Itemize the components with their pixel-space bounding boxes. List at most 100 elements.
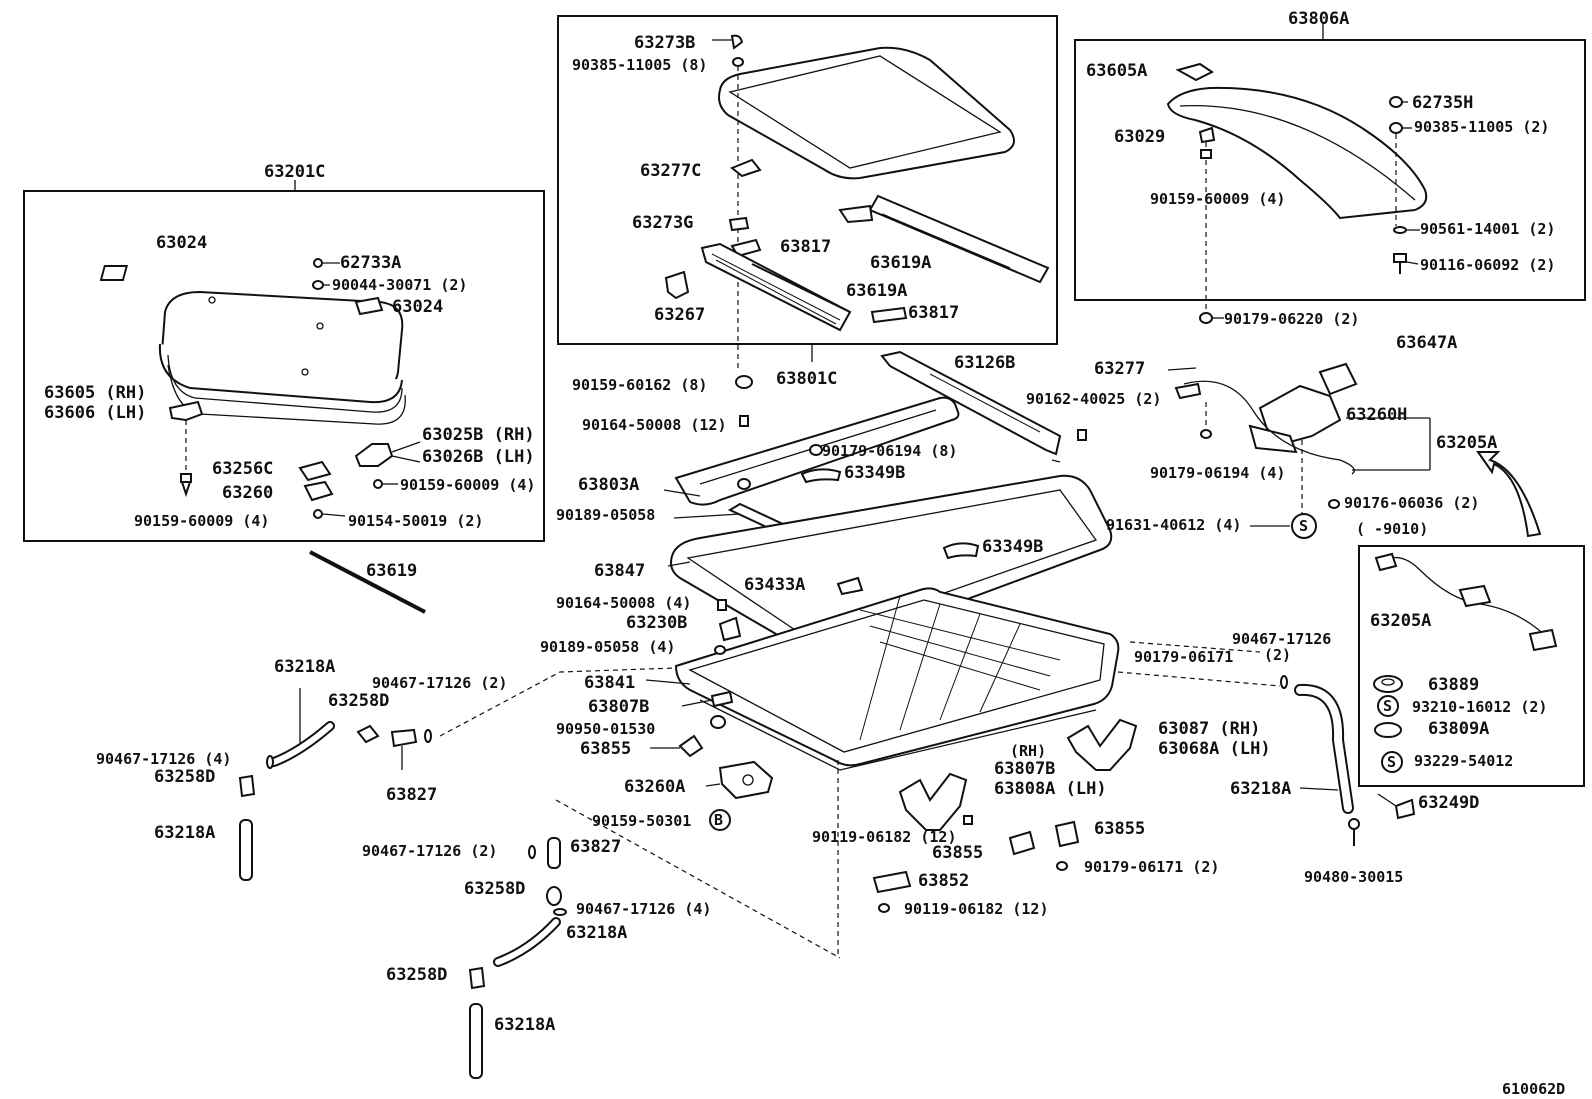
pad-63349b-b [942, 542, 980, 560]
label-90179-06194-4: 90179-06194 (4) [1150, 464, 1285, 482]
label-63847: 63847 [594, 561, 645, 581]
pad-63024-a [99, 265, 128, 281]
label-63647a: 63647A [1396, 333, 1457, 353]
nut-90179-06171-b [1056, 861, 1068, 871]
label-63218a-d: 63218A [1230, 779, 1291, 799]
label-90119-06182-b: 90119-06182 (12) [904, 900, 1049, 918]
rod-63619 [309, 550, 426, 614]
symbol-s-91631 [1291, 513, 1317, 539]
label-63889: 63889 [1428, 675, 1479, 695]
rail-63619a-right [838, 194, 1050, 284]
label-63619a-b: 63619A [846, 281, 907, 301]
label-90467-17126-2c: 90467-17126 (2) [362, 842, 497, 860]
label-90467-17126-4a: 90467-17126 (4) [96, 750, 231, 768]
label-93210-16012: 93210-16012 (2) [1412, 698, 1547, 716]
label-63087-rh: 63087 (RH) [1158, 719, 1260, 739]
label-90179-06194-8: 90179-06194 (8) [822, 442, 957, 460]
label-90159-60162: 90159-60162 (8) [572, 376, 707, 394]
label-90480-30015: 90480-30015 [1304, 868, 1403, 886]
bracket-63230b [718, 616, 742, 642]
label-63605a: 63605A [1086, 61, 1147, 81]
symbol-s-label-a: S [1299, 517, 1308, 535]
label-90159-60009-a: 90159-60009 (4) [400, 476, 535, 494]
label-90189-05058-b: 90189-05058 (4) [540, 638, 675, 656]
part-63855-a [678, 734, 704, 758]
label-63260: 63260 [222, 483, 273, 503]
label-63273b: 63273B [634, 33, 695, 53]
connector-63827-b [547, 837, 561, 869]
label-63068a-lh: 63068A (LH) [1158, 739, 1271, 759]
hose-63218a-b [239, 819, 253, 881]
bracket-63817-b [870, 306, 908, 324]
label-90467-17126-2a: 90467-17126 (2) [372, 674, 507, 692]
bolt-90164-4 [717, 599, 727, 611]
clamp-90467-2a [424, 729, 432, 743]
nut-62735h [1389, 96, 1408, 108]
clamp-90467-4a [266, 755, 274, 769]
screw-62733a [313, 258, 340, 268]
label-63218a-a: 63218A [274, 657, 335, 677]
label-90385-11005-a: 90385-11005 (8) [572, 56, 707, 74]
label-63267: 63267 [654, 305, 705, 325]
label-63260a: 63260A [624, 777, 685, 797]
label-63619: 63619 [366, 561, 417, 581]
label-90164-50008-12: 90164-50008 (12) [582, 416, 727, 434]
label-90179-06171-b: 90179-06171 (2) [1084, 858, 1219, 876]
label-63852: 63852 [918, 871, 969, 891]
box-63806a [1074, 39, 1586, 301]
clip-63277 [1174, 382, 1202, 400]
bolt-90159-60162 [735, 375, 753, 389]
label-63249d: 63249D [1418, 793, 1479, 813]
part-63855-c [1054, 820, 1080, 848]
clip-90480 [1348, 818, 1360, 846]
nut-90189-a [737, 478, 751, 490]
clamp-90467-2c [528, 845, 536, 859]
label-63808a-lh: 63808A (LH) [994, 779, 1107, 799]
label-63806a: 63806A [1288, 9, 1349, 29]
cable-63205a-inset [1374, 552, 1558, 652]
part-63855-b [1008, 830, 1036, 856]
box-63801c [557, 15, 1058, 345]
pad-63024-b [354, 296, 384, 316]
label-63801c: 63801C [776, 369, 837, 389]
bolt-90159-c [1200, 149, 1212, 159]
label-63841: 63841 [584, 673, 635, 693]
bolt-90164-12 [739, 415, 749, 427]
nut-90385-b [1389, 122, 1412, 134]
nut-90044 [312, 280, 330, 290]
label-63258d-a: 63258D [328, 691, 389, 711]
label-90159-60009-c: 90159-60009 (4) [1150, 190, 1285, 208]
housing-63841 [674, 587, 1120, 771]
nut-90385-a [732, 57, 744, 67]
bracket-63605 [168, 400, 204, 422]
box-63205a-inset [1358, 545, 1585, 787]
label-63029: 63029 [1114, 127, 1165, 147]
label-63807b-a: 63807B [588, 697, 649, 717]
glass-panel-63806a [1166, 86, 1428, 220]
grommet-63889 [1373, 675, 1403, 693]
label-90467-17126-2b: 90467-17126 [1232, 630, 1331, 648]
arrow-icon [1476, 451, 1542, 538]
bracket-63087 [1066, 718, 1138, 771]
label-90044-30071: 90044-30071 (2) [332, 276, 467, 294]
symbol-b-label: B [714, 811, 723, 829]
label-90179-06171-a: 90179-06171 [1134, 648, 1233, 666]
symbol-s-93210 [1377, 695, 1399, 717]
label-63258d-c: 63258D [464, 879, 525, 899]
cable-63205a [1183, 380, 1355, 475]
part-63807b-a [710, 690, 734, 708]
nut-90189-b [714, 645, 726, 655]
connector-63258d-c [546, 886, 562, 906]
label-63201c: 63201C [264, 162, 325, 182]
symbol-b [709, 809, 731, 831]
clip-63277c [730, 158, 762, 178]
label-63277c: 63277C [640, 161, 701, 181]
grommet-90950 [710, 715, 726, 729]
label-63230b: 63230B [626, 613, 687, 633]
label-63260h: 63260H [1346, 405, 1407, 425]
bolt-90119-a [963, 815, 973, 825]
part-63267 [664, 270, 690, 300]
connector-63258d-d [468, 966, 486, 990]
label-90467-17126-2b-qty: (2) [1264, 646, 1291, 664]
